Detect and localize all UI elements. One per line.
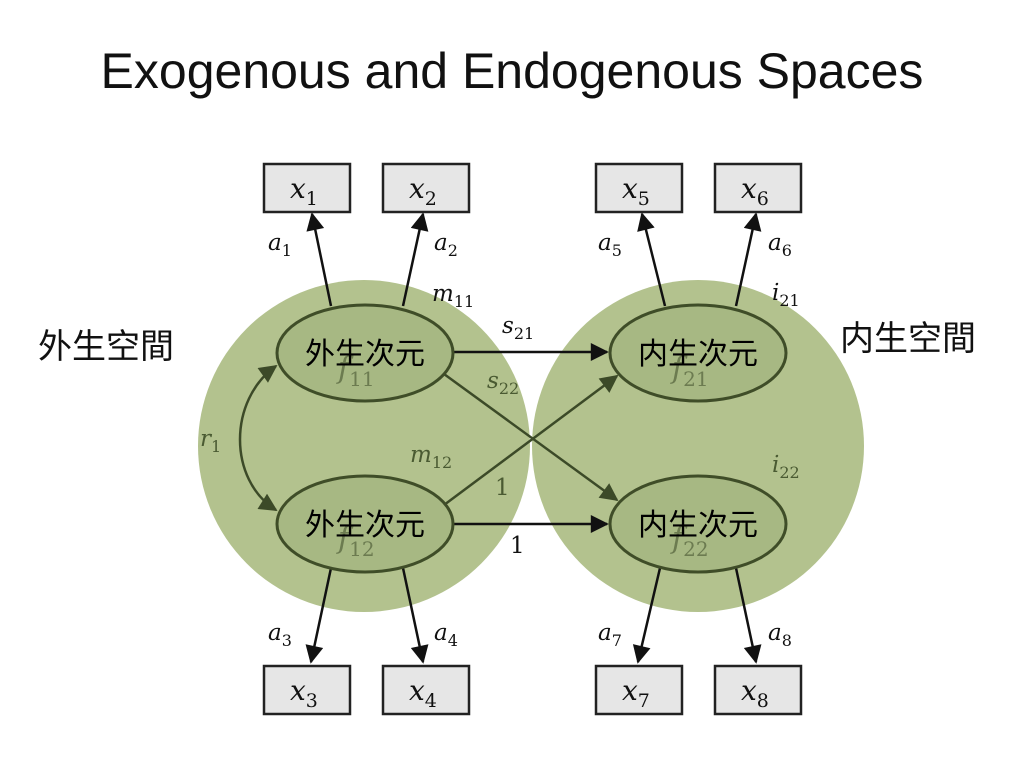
observed-box [381, 162, 471, 214]
path-one-cross [443, 374, 619, 507]
observed-label: x8 [741, 674, 769, 712]
factor-label: 外生次元 [305, 337, 425, 372]
observed-box-x8: x8 [713, 664, 803, 716]
observed-label: x7 [622, 674, 650, 712]
label-one-bottom: 1 [510, 533, 525, 559]
label-s21: s21 [502, 313, 534, 343]
factor-exo-top: f11 外生次元 [275, 303, 455, 403]
observed-box-x2: x2 [381, 162, 471, 214]
observed-box [262, 664, 352, 716]
observed-box [262, 162, 352, 214]
loading-labels: a1 a2 a3 a4 a5 a6 a7 a8 [268, 230, 792, 650]
cross-paths [238, 364, 619, 512]
path-s22 [443, 372, 619, 502]
label-a2: a2 [434, 230, 458, 260]
factor-endo-top: f21 内生次元 [608, 303, 788, 403]
observed-box-x6: x6 [713, 162, 803, 214]
label-i21: i21 [772, 280, 800, 310]
label-a8: a8 [768, 620, 792, 650]
observed-box [713, 664, 803, 716]
factor-ghost-symbol: f21 [670, 351, 709, 391]
arrow-a7 [632, 567, 662, 664]
observed-box-x3: x3 [262, 664, 352, 716]
factor-ellipse [275, 474, 455, 574]
observed-label: x5 [622, 172, 650, 210]
observed-box-x1: x1 [262, 162, 352, 214]
factor-label: 内生次元 [638, 508, 758, 543]
factor-label: 内生次元 [638, 337, 758, 372]
observed-box-x5: x5 [594, 162, 684, 214]
observed-box [594, 664, 684, 716]
slide-title: Exogenous and Endogenous Spaces [100, 43, 924, 99]
factor-ellipse [275, 303, 455, 403]
arrow-a2 [401, 212, 429, 307]
arrow-a3 [305, 567, 333, 664]
label-s22: s22 [487, 368, 519, 398]
path-r1-covariance [238, 364, 278, 512]
factor-ellipse [608, 474, 788, 574]
observed-box [713, 162, 803, 214]
label-a1: a1 [268, 230, 292, 260]
factor-exo-bottom: f12 外生次元 [275, 474, 455, 574]
observed-box [594, 162, 684, 214]
label-i22: i22 [772, 452, 800, 482]
observed-box [381, 664, 471, 716]
observed-label: x1 [290, 172, 318, 210]
factor-label: 外生次元 [305, 508, 425, 543]
label-a3: a3 [268, 620, 292, 650]
exogenous-space-label: 外生空間 [38, 327, 174, 367]
label-a5: a5 [598, 230, 622, 260]
observed-box-x4: x4 [381, 664, 471, 716]
observed-label: x6 [741, 172, 769, 210]
label-one-cross: 1 [495, 475, 510, 501]
arrow-a4 [401, 567, 429, 664]
loading-arrows [305, 212, 762, 664]
label-m11: m11 [432, 281, 474, 311]
arrow-a1 [306, 212, 333, 307]
arrow-a8 [734, 567, 762, 664]
factor-ellipse [608, 303, 788, 403]
label-r1: r1 [200, 426, 221, 456]
structural-paths [452, 343, 609, 533]
path-labels: m11 s21 s22 i21 i22 m12 r1 1 1 [200, 280, 800, 559]
arrow-a5 [637, 212, 667, 307]
factor-endo-bottom: f22 内生次元 [608, 474, 788, 574]
observed-label: x3 [290, 674, 318, 712]
observed-label: x2 [409, 172, 437, 210]
observed-box-x7: x7 [594, 664, 684, 716]
label-a7: a7 [598, 620, 622, 650]
observed-label: x4 [409, 674, 437, 712]
arrow-a6 [734, 212, 762, 307]
endogenous-space-label: 内生空間 [840, 319, 976, 359]
label-m12: m12 [410, 442, 452, 472]
label-a4: a4 [434, 620, 458, 650]
observed-variables: x1 x2 x3 x4 x5 x6 x7 x8 [262, 162, 803, 716]
label-a6: a6 [768, 230, 792, 260]
